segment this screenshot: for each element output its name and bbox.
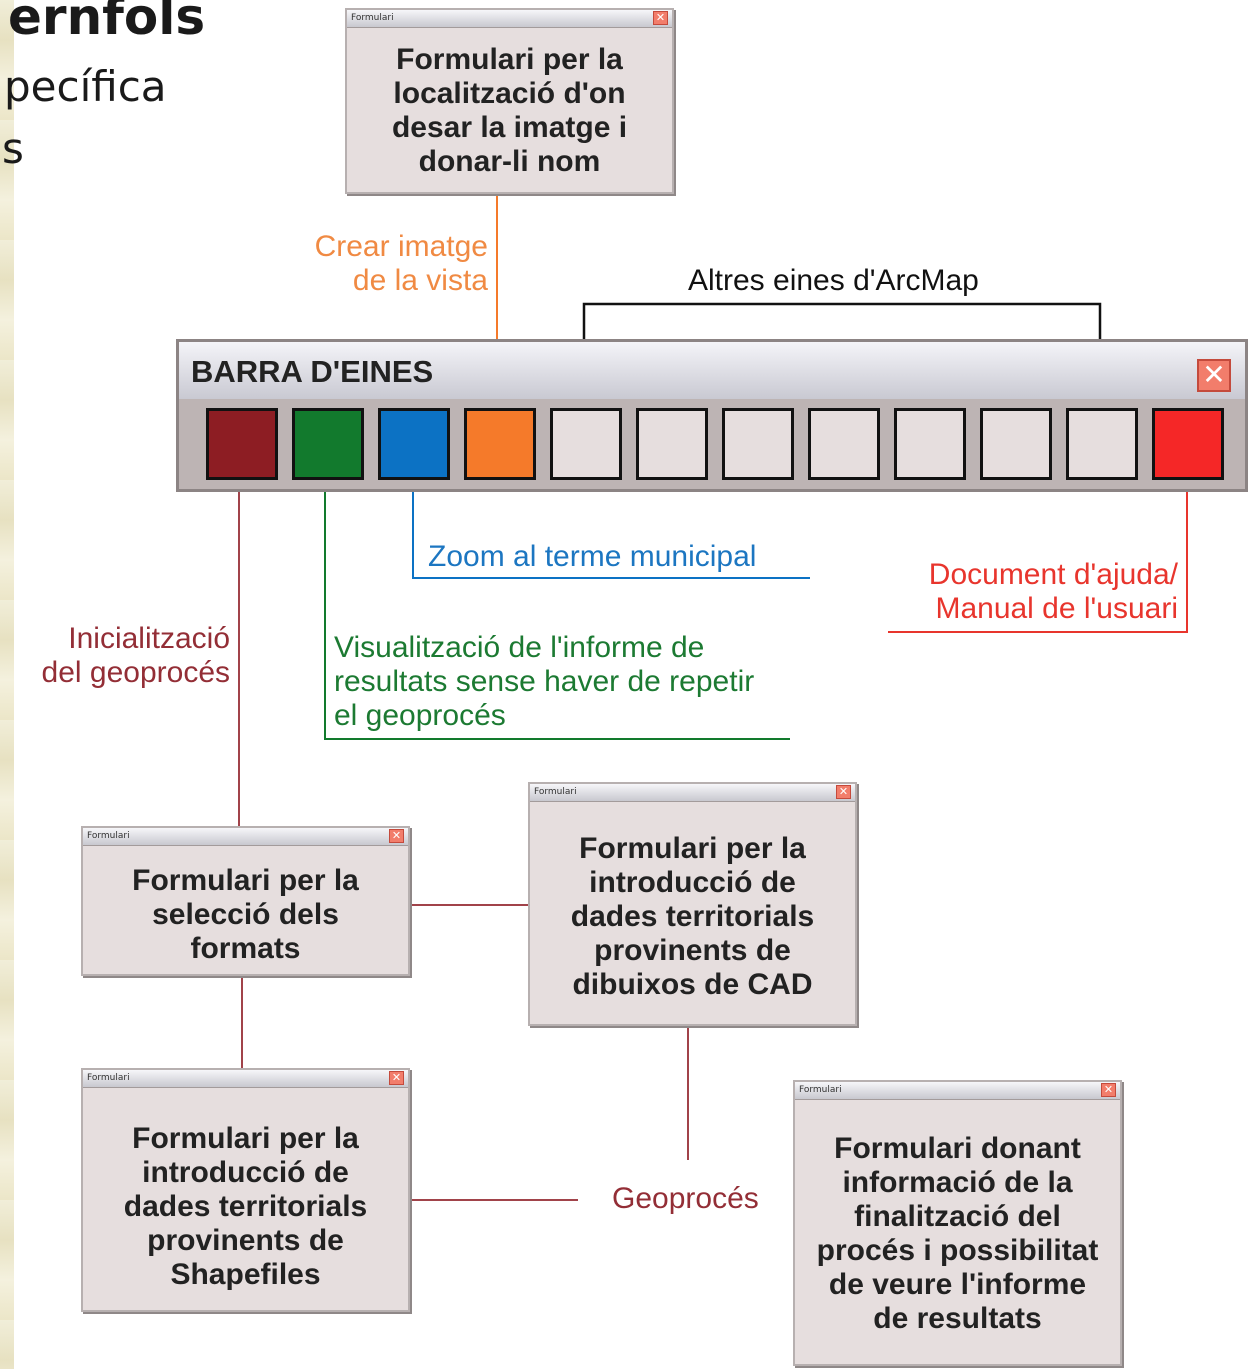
window-title: Formulari	[799, 1085, 842, 1095]
shapefile-input-form-window: Formulari ✕ Formulari per la introducció…	[81, 1068, 410, 1312]
close-icon[interactable]: ✕	[836, 785, 851, 799]
close-icon[interactable]: ✕	[389, 829, 404, 843]
form-text-line: provinents de	[147, 1224, 344, 1257]
create-image-label-line: de la vista	[352, 264, 488, 297]
initialize-geoprocess-button[interactable]	[206, 408, 278, 480]
help-label-line: Document d'ajuda/	[928, 558, 1178, 591]
close-icon[interactable]: ✕	[1197, 359, 1231, 392]
zoom-municipality-button[interactable]	[378, 408, 450, 480]
slide-text-fragment-2: s	[2, 124, 24, 173]
toolbar-title-bar: BARRA D'EINES ✕	[179, 342, 1245, 399]
form-text-line: provinents de	[594, 934, 791, 967]
window-title-bar: Formulari ✕	[83, 1070, 408, 1088]
form-text-line: selecció dels	[152, 898, 339, 931]
geoprocess-label: Geoprocés	[612, 1182, 759, 1215]
form-text-line: Formulari per la	[132, 1122, 359, 1155]
form-text-line: de veure l'informe	[828, 1268, 1087, 1301]
form-text-line: de resultats	[873, 1302, 1042, 1335]
slide-title-fragment: ernfols	[8, 0, 206, 46]
form-text-line: Shapefiles	[170, 1258, 321, 1291]
form-text-line: dades territorials	[123, 1190, 368, 1223]
form-text-line: Formulari per la	[132, 864, 359, 897]
form-text-line: dades territorials	[570, 900, 815, 933]
select-formats-form-text: Formulari per la selecció dels formats	[83, 846, 408, 975]
report-label: Visualització de l'informe de resultats …	[334, 631, 754, 733]
cad-input-form-window: Formulari ✕ Formulari per la introducció…	[528, 782, 857, 1026]
form-text-line: introducció de	[142, 1156, 349, 1189]
help-connector	[888, 476, 1188, 633]
save-image-form-text: Formulari per la localització d'on desar…	[347, 28, 672, 193]
window-title-bar: Formulari ✕	[530, 784, 855, 802]
zoom-connector	[412, 476, 810, 579]
close-icon[interactable]: ✕	[653, 11, 668, 25]
window-title-bar: Formulari ✕	[795, 1082, 1120, 1100]
arcmap-tool-button[interactable]	[894, 408, 966, 480]
close-icon[interactable]: ✕	[389, 1071, 404, 1085]
view-report-button[interactable]	[292, 408, 364, 480]
shapefile-input-form-text: Formulari per la introducció de dades te…	[83, 1088, 408, 1311]
form-text-line: Formulari per la	[579, 832, 806, 865]
init-label-line: del geoprocés	[41, 656, 230, 689]
form-text-line: desar la imatge i	[391, 110, 628, 144]
toolbar-window: BARRA D'EINES ✕	[176, 339, 1248, 492]
close-icon[interactable]: ✕	[1101, 1083, 1116, 1097]
help-document-button[interactable]	[1152, 408, 1224, 480]
arcmap-tool-button[interactable]	[980, 408, 1052, 480]
form-text-line: formats	[190, 932, 301, 965]
help-label: Document d'ajuda/ Manual de l'usuari	[880, 558, 1178, 626]
window-title: Formulari	[351, 13, 394, 23]
form-text-line: localització d'on	[393, 76, 626, 110]
report-connector	[324, 476, 790, 740]
window-title: Formulari	[87, 1073, 130, 1083]
arcmap-tool-button[interactable]	[722, 408, 794, 480]
form-text-line: finalització del	[854, 1200, 1061, 1233]
create-image-button[interactable]	[464, 408, 536, 480]
report-label-line: Visualització de l'informe de	[334, 631, 705, 664]
select-formats-form-window: Formulari ✕ Formulari per la selecció de…	[81, 826, 410, 976]
arcmap-tool-button[interactable]	[808, 408, 880, 480]
arcmap-tool-button[interactable]	[636, 408, 708, 480]
cad-input-form-text: Formulari per la introducció de dades te…	[530, 802, 855, 1025]
form-text-line: Formulari per la	[396, 42, 623, 76]
form-text-line: Formulari donant	[834, 1132, 1081, 1165]
slide-margin-decoration	[0, 0, 14, 1369]
help-label-line: Manual de l'usuari	[935, 592, 1178, 625]
toolbar-title: BARRA D'EINES	[191, 354, 434, 389]
create-image-label-line: Crear imatge	[314, 230, 488, 263]
arcmap-tool-button[interactable]	[550, 408, 622, 480]
init-label-line: Inicialització	[68, 622, 230, 655]
result-info-form-window: Formulari ✕ Formulari donant informació …	[793, 1080, 1122, 1366]
window-title: Formulari	[534, 787, 577, 797]
window-title-bar: Formulari ✕	[347, 10, 672, 28]
report-label-line: el geoprocés	[334, 699, 506, 732]
result-info-form-text: Formulari donant informació de la finali…	[795, 1100, 1120, 1365]
form-text-line: introducció de	[589, 866, 796, 899]
other-tools-label: Altres eines d'ArcMap	[688, 264, 979, 297]
save-image-form-window: Formulari ✕ Formulari per la localitzaci…	[345, 8, 674, 194]
form-text-line: procés i possibilitat	[816, 1234, 1099, 1267]
slide-text-fragment-1: pecífica	[4, 62, 167, 111]
form-text-line: donar-li nom	[418, 144, 601, 178]
arcmap-tool-button[interactable]	[1066, 408, 1138, 480]
init-label: Inicialització del geoprocés	[10, 622, 230, 690]
window-title: Formulari	[87, 831, 130, 841]
report-label-line: resultats sense haver de repetir	[334, 665, 755, 698]
zoom-label: Zoom al terme municipal	[428, 540, 757, 573]
form-text-line: dibuixos de CAD	[572, 968, 813, 1001]
window-title-bar: Formulari ✕	[83, 828, 408, 846]
form-text-line: informació de la	[842, 1166, 1073, 1199]
create-image-label: Crear imatge de la vista	[280, 230, 488, 298]
